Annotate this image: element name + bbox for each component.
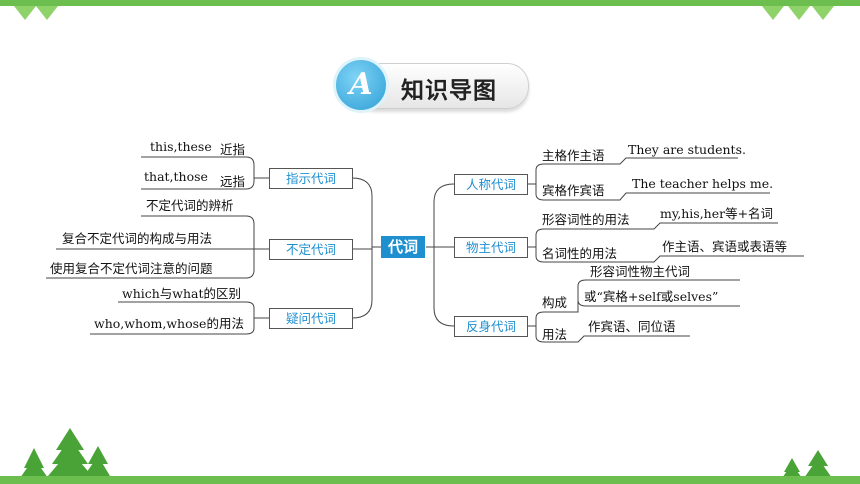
badge-letter: A <box>333 57 389 113</box>
decor-triangle <box>762 6 784 20</box>
leaf-text: 复合不定代词的构成与用法 <box>62 231 213 246</box>
node-indefinite: 不定代词 <box>269 239 353 260</box>
tree-decoration-right <box>782 450 832 478</box>
leaf-text: 形容词性的用法 <box>542 212 630 227</box>
leaf-text: 不定代词的辨析 <box>146 198 234 213</box>
leaf-text: this,these <box>150 139 212 154</box>
leaf-text: 远指 <box>220 174 246 189</box>
leaf-text: 或“宾格+self或selves” <box>584 289 719 304</box>
decor-triangle <box>788 6 810 20</box>
leaf-text: that,those <box>144 169 208 184</box>
decor-triangle <box>812 6 834 20</box>
leaf-text: 使用复合不定代词注意的问题 <box>50 261 213 276</box>
decor-triangle <box>14 6 36 20</box>
leaf-text: 主格作主语 <box>542 148 605 163</box>
top-bar <box>0 0 860 6</box>
leaf-text: The teacher helps me. <box>632 176 774 191</box>
center-node: 代词 <box>381 236 425 258</box>
node-personal: 人称代词 <box>454 174 528 195</box>
section-title: 知识导图 <box>401 78 497 104</box>
bottom-bar <box>0 476 860 484</box>
leaf-text: which与what的区别 <box>122 286 242 301</box>
leaf-text: my,his,her等+名词 <box>660 206 774 221</box>
leaf-text: 作宾语、同位语 <box>588 319 676 334</box>
node-possessive: 物主代词 <box>454 237 528 258</box>
leaf-text: 用法 <box>542 327 568 342</box>
node-demonstrative: 指示代词 <box>269 168 353 189</box>
leaf-text: 构成 <box>542 295 568 310</box>
node-interrogative: 疑问代词 <box>269 308 353 329</box>
tree-decoration-left <box>20 428 110 478</box>
leaf-text: 名词性的用法 <box>542 246 618 261</box>
leaf-text: 宾格作宾语 <box>542 183 605 198</box>
decor-triangle <box>36 6 58 20</box>
node-reflexive: 反身代词 <box>454 316 528 337</box>
leaf-text: 近指 <box>220 142 246 157</box>
leaf-text: They are students. <box>628 142 746 157</box>
leaf-text: 形容词性物主代词 <box>590 264 691 279</box>
leaf-text: 作主语、宾语或表语等 <box>662 239 788 254</box>
leaf-text: who,whom,whose的用法 <box>94 316 244 331</box>
section-badge: A 知识导图 <box>333 57 529 113</box>
